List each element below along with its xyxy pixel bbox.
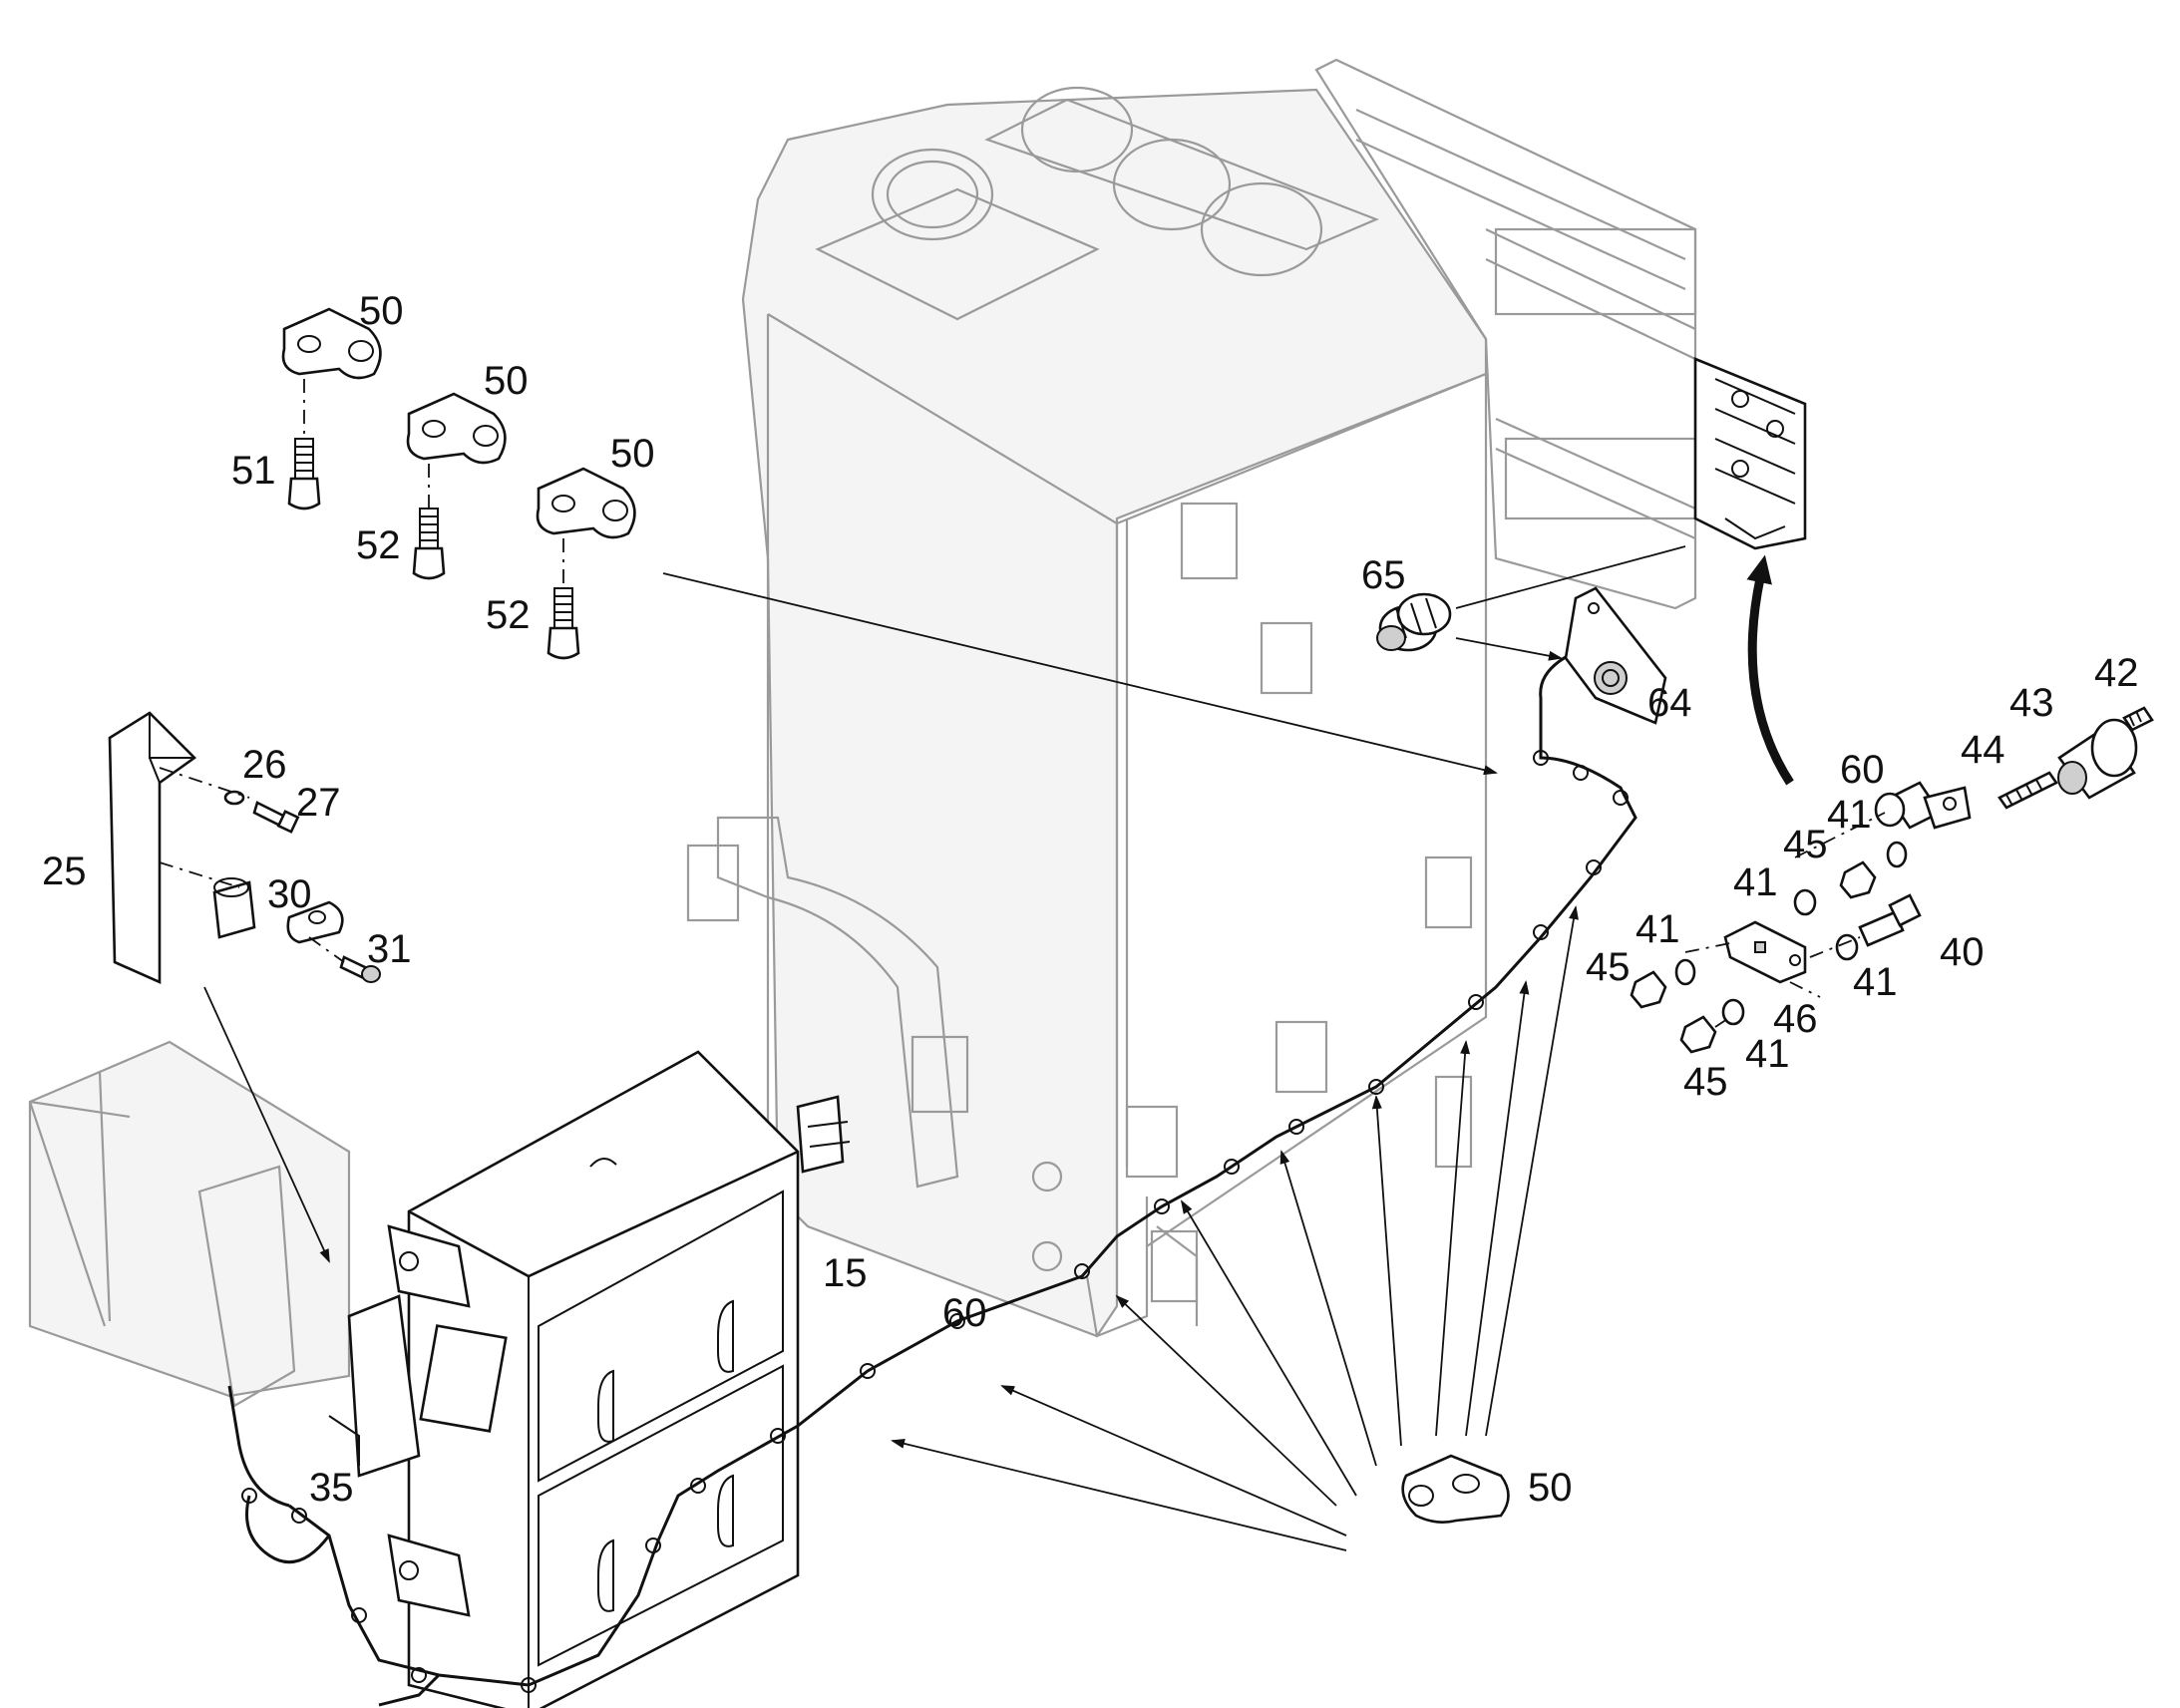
clamp-50-c <box>536 467 636 588</box>
callout-labels: 50 50 50 51 52 52 65 64 42 43 44 60 41 4… <box>42 289 2139 1510</box>
sleeve-60 <box>1874 781 1972 830</box>
callout-42: 42 <box>2094 651 2139 695</box>
washer-41-d <box>1835 933 1859 961</box>
bolt-40 <box>1858 893 1922 947</box>
washer-41-b <box>1793 888 1817 916</box>
callout-27: 27 <box>296 781 341 825</box>
bracket-46 <box>1723 920 1807 984</box>
equipment-cabinet-ghost <box>686 58 1697 1338</box>
callout-45-c: 45 <box>1683 1060 1728 1104</box>
dash-line-40 <box>1809 936 1861 958</box>
callout-64: 64 <box>1647 681 1692 725</box>
callout-45-b: 45 <box>1586 945 1631 989</box>
cable-harness <box>227 636 1637 1707</box>
callout-43: 43 <box>2009 681 2054 725</box>
nut-45-b <box>1630 970 1667 1009</box>
callout-44: 44 <box>1961 728 2005 772</box>
callout-41-c: 41 <box>1635 907 1680 951</box>
callout-65: 65 <box>1361 553 1406 597</box>
washer-41-c <box>1674 958 1696 986</box>
screw-52-a <box>412 508 446 580</box>
callout-60-b: 60 <box>942 1291 987 1335</box>
callout-15: 15 <box>823 1251 868 1295</box>
dash-line-60 <box>1794 812 1886 858</box>
callout-35: 35 <box>309 1466 354 1510</box>
washer-41-a <box>1886 841 1908 868</box>
clamp-50-b <box>406 392 507 509</box>
callout-40: 40 <box>1940 930 1985 974</box>
nut-45-c <box>1679 1015 1717 1054</box>
callout-25: 25 <box>42 850 87 893</box>
cover-panel-ghost <box>28 1040 351 1408</box>
callout-52-b: 52 <box>486 593 531 637</box>
callout-51: 51 <box>231 449 276 493</box>
dash-line-30 <box>159 861 240 888</box>
bracket-25 <box>108 711 197 985</box>
callout-26: 26 <box>242 743 287 787</box>
screw-27 <box>252 801 300 834</box>
clamp-50-d <box>1401 1454 1510 1524</box>
plug-42 <box>2122 706 2154 732</box>
callout-41-e: 41 <box>1745 1032 1790 1076</box>
callout-46: 46 <box>1773 997 1818 1041</box>
callout-60-a: 60 <box>1840 748 1885 792</box>
callout-50-b: 50 <box>484 359 529 403</box>
clip-30 <box>212 877 344 944</box>
bracket-35 <box>328 1294 421 1478</box>
mounting-plate-64 <box>1564 586 1667 725</box>
dash-line-46 <box>1684 941 1736 953</box>
callout-41-a: 41 <box>1827 793 1872 837</box>
callout-31: 31 <box>367 927 412 971</box>
callout-30: 30 <box>267 872 312 916</box>
dash-line-45c <box>1714 1016 1731 1028</box>
callout-41-b: 41 <box>1733 860 1778 904</box>
control-terminal-block <box>1693 357 1807 550</box>
nut-45-a <box>1839 860 1877 899</box>
stud-44 <box>1998 771 2058 810</box>
screw-51 <box>287 438 321 511</box>
callout-50-c: 50 <box>610 432 655 476</box>
callout-41-d: 41 <box>1853 960 1898 1004</box>
fitting-43 <box>2057 718 2138 800</box>
dash-line-46b <box>1789 981 1821 998</box>
callout-52-a: 52 <box>356 523 401 567</box>
dash-line-31 <box>308 936 345 963</box>
leader-lines <box>203 545 1794 1551</box>
electronics-box <box>387 1050 851 1708</box>
washer-26 <box>223 790 245 806</box>
clamp-50-a <box>281 307 382 439</box>
callout-45-a: 45 <box>1783 823 1828 866</box>
callout-50-a: 50 <box>359 289 404 333</box>
callout-50-d: 50 <box>1528 1466 1573 1510</box>
screw-52-b <box>546 587 580 660</box>
screw-31 <box>339 955 381 983</box>
cable-gland-65 <box>1376 592 1452 652</box>
washer-41-e <box>1721 998 1745 1026</box>
